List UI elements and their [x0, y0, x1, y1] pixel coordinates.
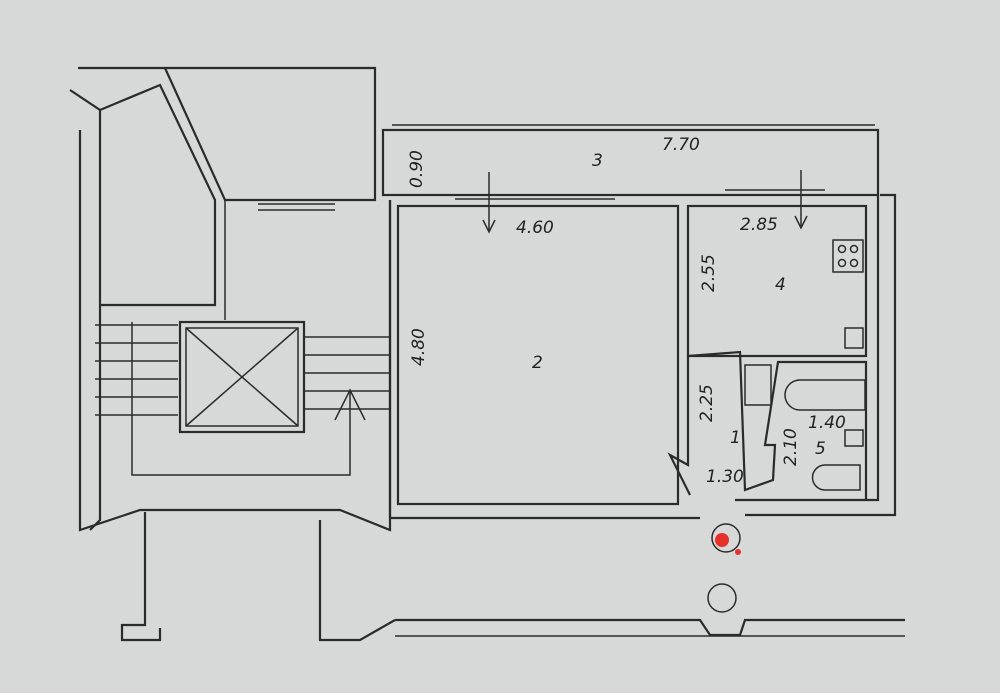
room-3-number: 3 — [592, 151, 603, 171]
stairwell — [69, 66, 396, 642]
room-2-number: 2 — [532, 353, 543, 373]
room-5-number: 5 — [815, 439, 826, 459]
room-4-length: 2.55 — [699, 254, 719, 292]
room-5-width: 1.40 — [808, 413, 846, 433]
sink-icon — [844, 327, 864, 349]
room-1-length: 2.25 — [697, 384, 717, 422]
window-arrow-icon — [482, 170, 808, 234]
red-marker — [715, 533, 729, 547]
room-2-length: 4.80 — [409, 328, 429, 366]
room-1-width: 1.30 — [706, 467, 744, 487]
toilet-icon — [811, 464, 861, 491]
stairs — [95, 322, 390, 476]
room-3-width: 0.90 — [407, 150, 427, 188]
elevator-shaft — [178, 320, 306, 434]
riser-icon — [711, 523, 741, 553]
apartment-walls — [381, 124, 905, 637]
room-5-length: 2.10 — [781, 428, 801, 466]
room-1-number: 1 — [730, 428, 741, 448]
bathtub-icon — [784, 379, 866, 411]
fixtures — [482, 170, 866, 613]
red-dot — [735, 549, 741, 555]
room-4-number: 4 — [775, 275, 786, 295]
stove-icon — [832, 239, 864, 273]
room-labels: 3 7.70 0.90 4.60 4.80 2 2.85 2.55 4 2.25… — [407, 135, 846, 487]
room-3-length: 7.70 — [662, 135, 700, 155]
washbasin-icon — [844, 429, 864, 447]
room-2-width: 4.60 — [516, 218, 554, 238]
room-4-width: 2.85 — [740, 215, 778, 235]
riser-icon — [707, 583, 737, 613]
